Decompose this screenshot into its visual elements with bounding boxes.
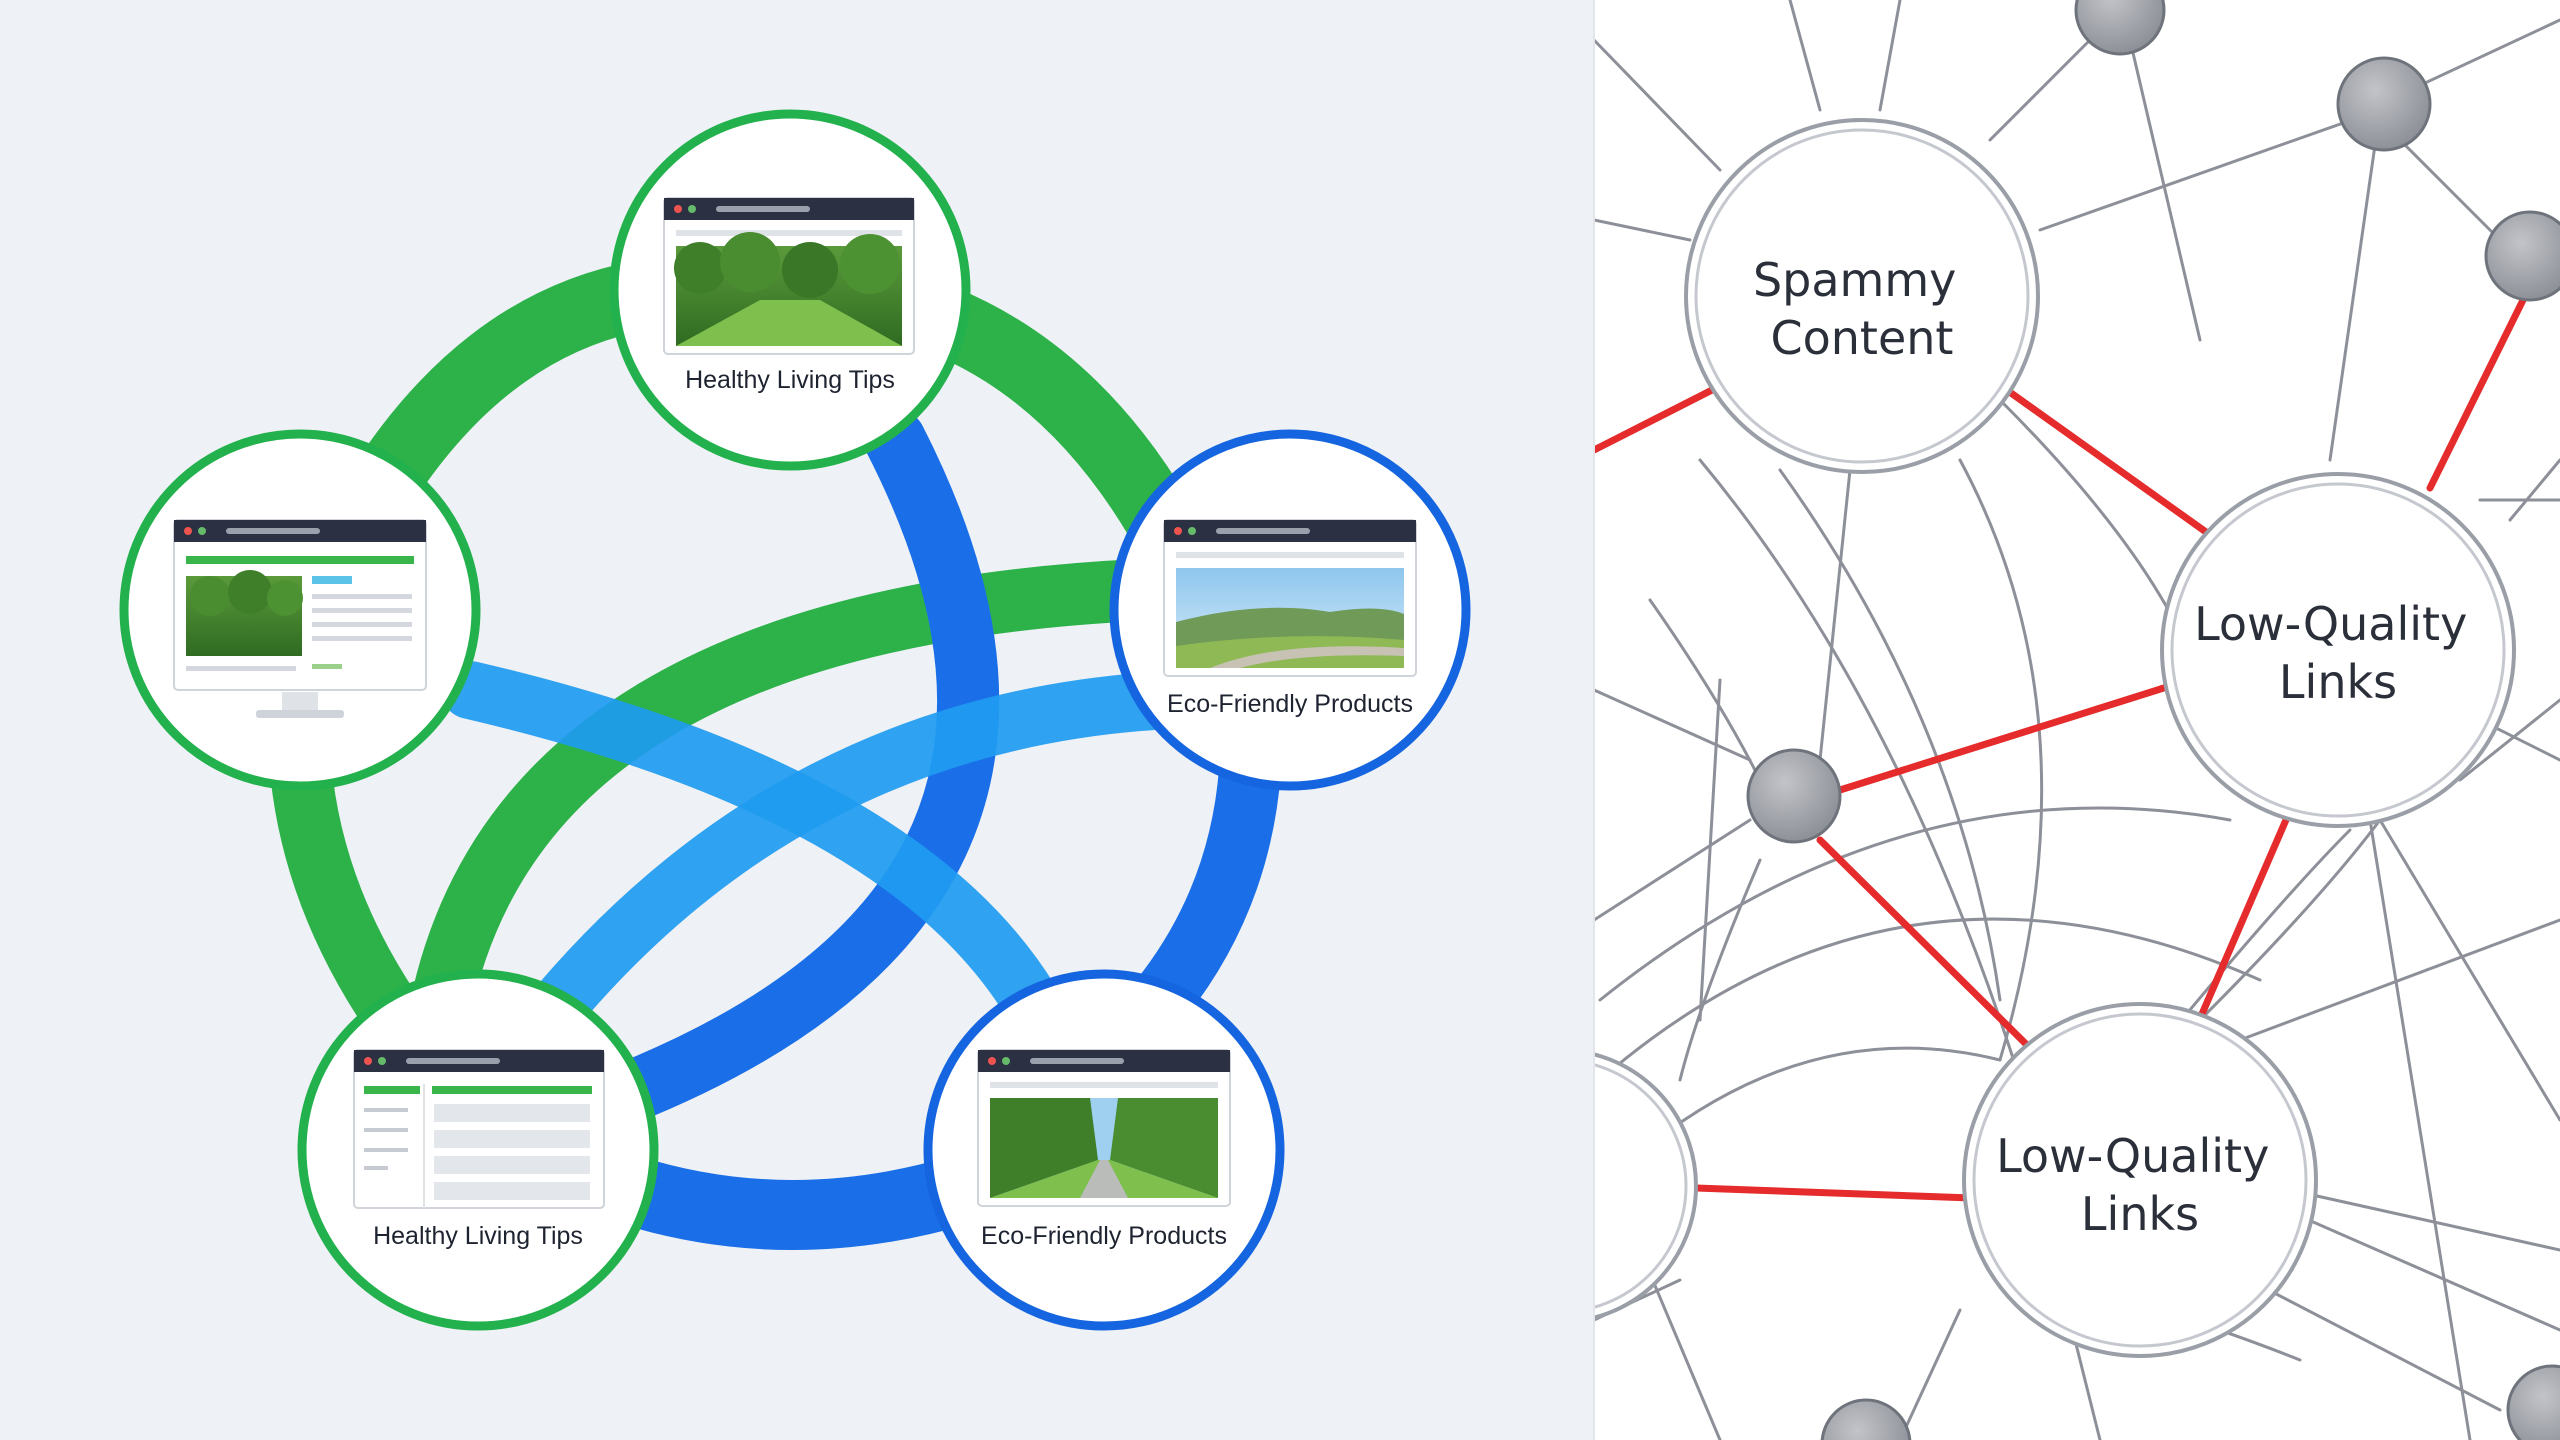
node-label-line: Content — [1771, 311, 1954, 365]
site-node-right: Eco-Friendly Products — [1109, 429, 1471, 791]
node-label-line: Links — [2279, 655, 2397, 709]
spammy-network-panel: Spammy Content Low-Quality Links Low-Qua… — [1594, 0, 2560, 1440]
svg-text:Low-Quality Links: Low-Quality Links — [1996, 1129, 2284, 1241]
healthy-network-panel: Healthy Living Tips — [119, 109, 1471, 1331]
browser-window-icon — [1163, 519, 1417, 677]
hub-node — [1820, 1398, 1912, 1440]
node-label-line: Low-Quality — [2194, 597, 2467, 651]
node-spammy-content: Spammy Content — [1684, 118, 2040, 474]
node-label-line: Links — [2081, 1187, 2199, 1241]
svg-text:Spammy Content: Spammy Content — [1753, 253, 1971, 365]
node-low-quality-links-1: Low-Quality Links — [2160, 472, 2516, 828]
node-offscreen-left — [1594, 1052, 1698, 1320]
node-label-line: Low-Quality — [1996, 1129, 2269, 1183]
svg-text:Low-Quality Links: Low-Quality Links — [2194, 597, 2482, 709]
browser-window-icon — [353, 1049, 605, 1209]
arc-top-center-blue — [579, 409, 1000, 1131]
hub-node — [2506, 1364, 2560, 1440]
site-node-left — [119, 429, 481, 791]
gray-links — [1594, 0, 2560, 1440]
site-label: Healthy Living Tips — [373, 1222, 583, 1250]
hub-node — [2336, 56, 2432, 152]
site-node-bottom-right: Eco-Friendly Products — [923, 969, 1285, 1331]
arc-right-bottomright — [1129, 739, 1281, 1031]
arc-left-bottomleft — [269, 729, 421, 1041]
hub-node — [1746, 748, 1842, 844]
arc-bottom — [595, 1155, 995, 1250]
node-label-line: Spammy — [1753, 253, 1956, 307]
toxic-links — [1594, 286, 2532, 1202]
browser-window-icon — [663, 197, 915, 355]
site-label: Eco-Friendly Products — [1167, 690, 1413, 718]
hub-node — [2074, 0, 2166, 56]
browser-window-icon — [977, 1049, 1231, 1207]
site-label: Healthy Living Tips — [685, 366, 895, 394]
hub-nodes — [1746, 0, 2560, 1440]
desktop-monitor-icon — [173, 519, 427, 718]
link-arcs — [269, 255, 1281, 1250]
site-node-top: Healthy Living Tips — [609, 109, 971, 471]
site-label: Eco-Friendly Products — [981, 1222, 1227, 1250]
site-node-bottom-left: Healthy Living Tips — [297, 969, 659, 1331]
hub-node — [2484, 210, 2560, 302]
node-low-quality-links-2: Low-Quality Links — [1962, 1002, 2318, 1358]
arc-light-blue-2 — [501, 671, 1199, 1069]
